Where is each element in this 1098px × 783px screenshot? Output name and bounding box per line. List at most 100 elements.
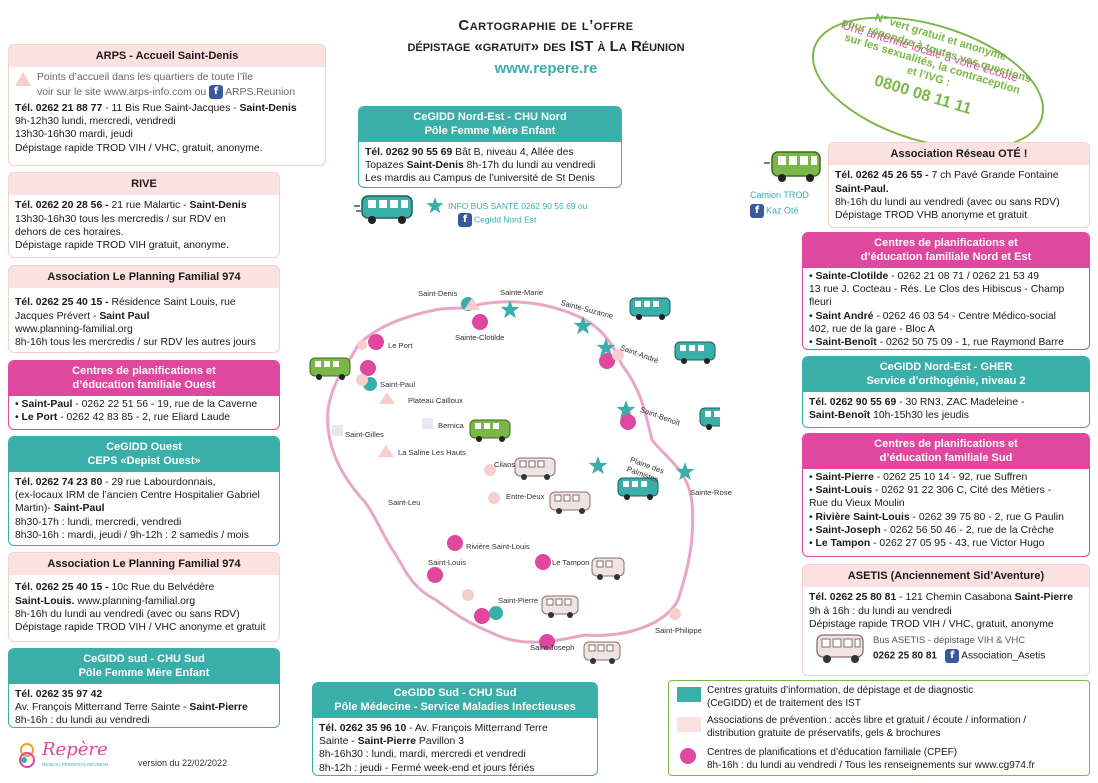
arps-tel[interactable]: Tél. 0262 21 88 77 <box>15 102 103 114</box>
cegidd-sud2-a1: - Av. François Mitterrand Terre <box>406 722 548 734</box>
cegidd-sud2-tel[interactable]: Tél. 0262 35 96 10 <box>319 722 407 734</box>
repere-logo-sub: RÉSEAU PÉRINATAL RÉUNION <box>42 762 108 767</box>
association-marker <box>357 340 367 350</box>
asetis-tel[interactable]: Tél. 0262 25 80 81 <box>809 592 897 604</box>
info-bus-text[interactable]: INFO BUS SANTÉ 0262 90 55 69 ou <box>448 201 588 211</box>
arps-city: Saint-Denis <box>239 102 297 114</box>
cegidd-ne-tel[interactable]: Tél. 0262 90 55 69 <box>365 146 453 158</box>
card-cpef-nord-est: Centres de planifications et d’éducation… <box>802 232 1090 350</box>
rive-addr: 21 rue Malartic - <box>108 200 190 212</box>
cegidd-ne-title1: CeGIDD Nord-Est - CHU Nord <box>413 111 567 123</box>
bus-icon <box>629 297 671 320</box>
rive-tel[interactable]: Tél. 0262 20 28 56 - <box>15 200 109 212</box>
cegidd-sud1-tel[interactable]: Tél. 0262 35 97 42 <box>15 688 103 700</box>
bus-icon <box>309 357 351 380</box>
cegidd-ouest-a3: Martin)- <box>15 503 54 515</box>
legend-l1b: (CeGIDD) et de traitement des IST <box>707 697 861 709</box>
title-url[interactable]: www.repere.re <box>494 60 598 78</box>
cegidd-ouest-city: Saint-Paul <box>53 503 105 515</box>
cpef-marker <box>368 334 384 350</box>
bus-icon <box>617 477 659 500</box>
association-marker <box>422 418 433 429</box>
cegidd-sud2-h2: 8h-12h : jeudi - Fermé week-end et jours… <box>319 762 535 774</box>
info-bus-fb-text[interactable]: Cegidd Nord Est <box>474 214 537 225</box>
legend-cegidd: Centres gratuits d’information, de dépis… <box>707 685 973 710</box>
ote-tel[interactable]: Tél. 0262 45 26 55 - <box>835 170 929 182</box>
cpef-sud-r2a: Saint-Louis <box>815 484 873 496</box>
pf2-web[interactable]: www.planning-familial.org <box>74 595 196 607</box>
star-icon <box>675 462 695 481</box>
card-cegidd-nord-est: CeGIDD Nord-Est - CHU Nord Pôle Femme Mè… <box>358 106 622 188</box>
cpef-marker <box>472 314 488 330</box>
cegidd-ouest-a2: (ex-locaux IRM de l’ancien Centre Hospit… <box>15 489 260 501</box>
arps-fb[interactable]: ARPS.Reunion <box>225 86 295 98</box>
title-line-1: Cartographie de l’offre <box>458 17 634 34</box>
association-marker-icon <box>464 298 480 310</box>
bus-icon <box>514 457 556 480</box>
cegidd-sud1-title2: Pôle Femme Mère Enfant <box>78 667 210 680</box>
info-bus-star-icon <box>426 197 444 214</box>
pf1-web[interactable]: www.planning-familial.org <box>15 323 133 335</box>
cegidd-ne-header: CeGIDD Nord-Est - CHU Nord Pôle Femme Mè… <box>359 107 621 142</box>
association-marker <box>356 374 368 386</box>
map-label-saint-paul: Saint-Paul <box>380 380 416 389</box>
arps-addr: - 11 Bis Rue Saint-Jacques - <box>102 102 240 114</box>
legend-l2a: Associations de prévention : accès libre… <box>707 715 1027 726</box>
legend-assoc-swatch <box>677 717 701 732</box>
cegidd-ouest-tel[interactable]: Tél. 0262 74 23 80 <box>15 476 103 488</box>
bus-icon <box>541 595 579 618</box>
asetis-fb[interactable]: Association_Asetis <box>961 650 1046 662</box>
map-label-entre-deux: Entre-Deux <box>506 492 545 501</box>
cegidd-sud1-a1: Av. François Mitterrand Terre Sainte - <box>15 701 190 713</box>
pf1-tel[interactable]: Tél. 0262 25 40 15 - <box>15 297 109 309</box>
legend-box: Centres gratuits d’information, de dépis… <box>668 680 1090 776</box>
gher-tel[interactable]: Tél. 0262 90 55 69 <box>809 396 897 408</box>
cegidd-ne-a3: 8h-17h du lundi au vendredi <box>463 159 596 171</box>
legend-cpef: Centres de planifications et d’éducation… <box>707 747 1035 772</box>
ote-city: Saint-Paul. <box>835 183 889 195</box>
asetis-city: Saint-Pierre <box>1014 592 1073 604</box>
cpef-ne-header: Centres de planifications et d’éducation… <box>803 233 1089 268</box>
cpef-sud-r3a: Rivière Saint-Louis <box>815 511 910 523</box>
reunion-map <box>309 297 720 664</box>
cpef-sud-title2: d’éducation familiale Sud <box>879 452 1013 465</box>
cegidd-ouest-title2: CEPS «Depist Ouest» <box>87 455 201 468</box>
pf2-city: Saint-Louis. <box>15 595 75 607</box>
arps-intro: Points d’accueil dans les quartiers de t… <box>37 72 254 84</box>
card-reseau-ote: Association Réseau OTÉ ! Tél. 0262 45 26… <box>828 142 1090 228</box>
legend-l1a: Centres gratuits d’information, de dépis… <box>707 685 974 696</box>
title-line-2: dépistage «gratuit» des IST à La Réunion <box>407 38 685 56</box>
ote-addr: 7 ch Pavé Grande Fontaine <box>928 170 1059 182</box>
asetis-bus-tel[interactable]: 0262 25 80 81 <box>873 650 937 662</box>
gher-addr: - 30 RN3, ZAC Madeleine - <box>896 396 1025 408</box>
card-cegidd-sud-1: CeGIDD sud - CHU Sud Pôle Femme Mère Enf… <box>8 648 280 728</box>
map-label-saint-pierre: Saint-Pierre <box>498 596 539 605</box>
pf1-h1: 8h-16h tous les mercredis / sur RDV les … <box>15 337 256 349</box>
bus-icon <box>699 407 720 430</box>
rive-h1: 13h30-16h30 tous les mercredis / sur RDV… <box>15 213 226 225</box>
cegidd-star-markers <box>500 300 695 481</box>
cpef-marker <box>474 608 490 624</box>
cegidd-sud1-header: CeGIDD sud - CHU Sud Pôle Femme Mère Enf… <box>9 649 279 684</box>
map-label-saint-philippe: Saint-Philippe <box>655 626 702 635</box>
map-label-saint-louis: Saint-Louis <box>428 558 466 567</box>
card-planning-familial-1: Association Le Planning Familial 974 Tél… <box>8 265 280 353</box>
cegidd-sud1-title1: CeGIDD sud - CHU Sud <box>83 653 205 665</box>
arps-intro2: voir sur le site www.arps-info.com ou <box>37 86 207 98</box>
cpef-ouest-r1a: Saint-Paul <box>21 398 73 410</box>
info-bus-icon <box>354 195 413 224</box>
card-rive-title: RIVE <box>9 173 279 196</box>
camion-fb-text[interactable]: Kaz Oté <box>766 205 799 216</box>
gher-title1: CeGIDD Nord-Est - GHER <box>879 361 1013 373</box>
pf2-tel[interactable]: Tél. 0262 25 40 15 - <box>15 582 109 594</box>
ote-h2: Dépistage TROD VHB anonyme et gratuit <box>835 210 1028 222</box>
cpef-sud-r3b: - 0262 39 75 80 - 2, rue G Paulin <box>909 511 1064 523</box>
cegidd-ouest-title1: CeGIDD Ouest <box>106 441 182 453</box>
pf1-city: Saint Paul <box>99 310 150 322</box>
card-asetis: ASETIS (Anciennement Sid’Aventure) Tél. … <box>802 564 1090 676</box>
map-label-sainte-marie: Sainte-Marie <box>500 288 544 297</box>
cpef-ouest-r2a: Le Port <box>21 411 58 423</box>
cegidd-sud2-header: CeGIDD Sud - CHU Sud Pôle Médecine - Ser… <box>313 683 597 718</box>
card-cegidd-gher: CeGIDD Nord-Est - GHER Service d’orthogé… <box>802 356 1090 428</box>
